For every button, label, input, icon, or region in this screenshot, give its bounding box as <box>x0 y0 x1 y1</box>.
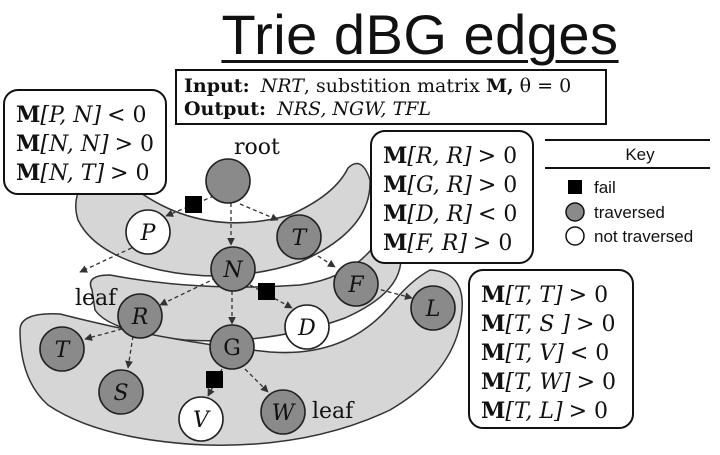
constraint-line: M[T, T]> 0 <box>481 282 608 308</box>
node-label-R: R <box>131 305 149 330</box>
key-fail: fail <box>594 178 616 197</box>
constraint-box-mid <box>370 130 534 264</box>
diagram-title: Trie dBG edges <box>221 3 619 66</box>
io-box <box>175 69 607 125</box>
key-title: Key <box>625 145 655 164</box>
constraint-line: M[G, R]> 0 <box>383 172 517 198</box>
node-V <box>178 396 224 442</box>
node-label-L: L <box>425 297 441 322</box>
constraint-line: M[T, V]< 0 <box>481 340 609 366</box>
node-root <box>205 158 251 204</box>
traversed-icon <box>565 202 585 222</box>
node-S <box>98 369 144 415</box>
key-legend: Key fail traversed not traversed <box>545 139 710 246</box>
node-T-level3 <box>39 326 85 372</box>
node-label-G: G <box>223 336 241 361</box>
leaf-label: leaf <box>75 286 118 311</box>
node-R <box>117 293 163 339</box>
node-label-F: F <box>347 273 364 298</box>
constraint-line: M[P, N]< 0 <box>16 102 147 128</box>
node-label-P: P <box>140 221 157 246</box>
fail-marker <box>258 283 275 300</box>
root-label: root <box>234 135 280 160</box>
output-line: Output: NRS, NGW, TFL <box>184 98 431 120</box>
node-T-level1 <box>276 214 322 260</box>
fail-icon <box>568 180 582 194</box>
constraint-line: M[N, T]> 0 <box>16 160 149 186</box>
node-G <box>209 324 255 370</box>
constraint-line: M[F, R]> 0 <box>383 230 512 256</box>
node-P <box>125 209 171 255</box>
constraint-line: M[R, R]> 0 <box>383 143 517 169</box>
leaf-label: leaf <box>312 399 355 424</box>
node-label-T: T <box>55 338 72 363</box>
node-label-D: D <box>297 316 316 341</box>
constraint-line: M[T, L]> 0 <box>481 398 608 424</box>
node-label-N: N <box>222 258 243 283</box>
constraint-line: M[D, R]< 0 <box>383 201 517 227</box>
constraint-box-right <box>468 269 634 429</box>
node-W <box>260 389 306 435</box>
not-traversed-icon <box>565 226 585 246</box>
node-F <box>333 261 379 307</box>
input-line: Input: NRT, substition matrix M, θ = 0 <box>184 75 571 97</box>
node-D <box>284 304 330 350</box>
key-not-traversed: not traversed <box>594 227 693 246</box>
node-label-T: T <box>292 226 309 251</box>
constraint-line: M[T, S ]> 0 <box>481 311 615 337</box>
constraint-line: M[N, N]> 0 <box>16 131 154 157</box>
node-N <box>210 246 256 292</box>
node-label-S: S <box>113 381 128 406</box>
fail-marker <box>185 196 202 213</box>
node-label-W: W <box>272 401 297 426</box>
node-L <box>410 285 456 331</box>
constraint-line: M[T, W]> 0 <box>481 369 616 395</box>
constraint-box-left <box>3 89 167 195</box>
node-label-V: V <box>193 408 211 433</box>
fail-marker <box>206 371 223 388</box>
key-traversed: traversed <box>594 203 665 222</box>
